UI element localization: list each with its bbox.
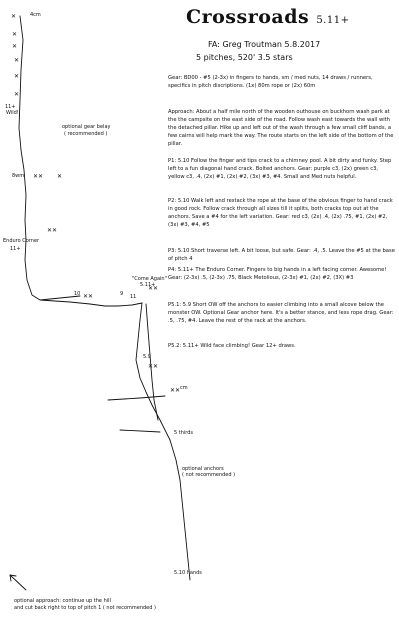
bolt-marker: ✕✕	[148, 285, 158, 292]
bolt-marker: ✕✕	[47, 227, 57, 234]
ledge-line-3	[119, 429, 161, 433]
bolt-marker: ✕	[11, 13, 16, 20]
topo-label-eleven: 11	[130, 294, 137, 300]
bolt-marker: ✕	[14, 57, 19, 64]
topo-label-nine: 9	[120, 291, 124, 297]
topo-label-top: 4cm	[30, 12, 41, 18]
topo-label-come-again-grade: 5.11+	[140, 282, 156, 288]
crack-line-upper	[18, 15, 27, 241]
pitch-3-paragraph: P3: 5.10 Short traverse left. A bit loos…	[168, 248, 395, 262]
bolt-marker: ✕	[12, 31, 17, 38]
pitch-1-paragraph: P1: 5.10 Follow the finger and tips crac…	[168, 158, 392, 180]
ledge-line	[39, 295, 81, 301]
first-ascent: FA: Greg Troutman 5.8.2017	[208, 40, 321, 49]
route-title: Crossroads 5.11+	[186, 6, 349, 28]
approach-arrow-line	[9, 574, 27, 591]
crack-line-bottom	[169, 439, 191, 581]
bolt-marker: ✕✕	[83, 293, 93, 300]
topo-label-gear-belay: optional gear belay	[62, 124, 111, 130]
topo-label-five-nine: 5.9	[143, 354, 151, 360]
route-grade: 5.11+	[316, 15, 350, 26]
bolt-marker: ✕	[14, 73, 19, 80]
crack-line-traverse	[104, 302, 143, 307]
topo-label-ten: 10	[74, 291, 81, 297]
approach-paragraph: Approach: About a half mile north of the…	[168, 109, 394, 147]
topo-label-optional-anchors: optional anchors	[182, 466, 224, 472]
route-name: Crossroads	[186, 6, 310, 28]
approach-arrow-head	[9, 574, 17, 582]
pitch-summary: 5 pitches, 520' 3.5 stars	[196, 53, 293, 62]
topo-label-come-again: "Come Again"	[132, 276, 167, 282]
bolt-marker: ✕✕	[33, 173, 43, 180]
approach-note-line-2: and cut back right to top of pitch 1 ( n…	[14, 605, 156, 611]
bolt-marker: ✕	[14, 91, 19, 98]
pillar-outline	[145, 303, 159, 421]
bolt-marker: ✕✕	[148, 363, 158, 370]
topo-label-grade: 11+	[5, 104, 16, 110]
topo-label-hands: 5.10 hands	[174, 570, 202, 576]
bolt-marker: ✕	[12, 43, 17, 50]
bolt-marker: ✕	[57, 173, 62, 180]
crack-line-lower	[135, 302, 171, 441]
topo-label-enduro-grade: 11+	[10, 246, 21, 252]
pitch-5-2-paragraph: P5.2: 5.11+ Wild face climbing! Gear 12+…	[168, 343, 296, 349]
gear-paragraph: Gear: BD00 - #5 (2-3x) in fingers to han…	[168, 75, 373, 89]
topo-label-enduro: Enduro Corner	[3, 238, 40, 244]
approach-note-line-1: optional approach: continue up the hill	[14, 598, 111, 604]
pitch-2-paragraph: P2: 5.10 Walk left and restack the rope …	[168, 198, 393, 228]
ledge-line-2	[107, 395, 166, 401]
topo-label-cm: cm	[180, 385, 188, 391]
topo-label-five-thirds: 5 thirds	[174, 430, 194, 436]
topo-label-bolt: 8wm	[12, 173, 25, 179]
topo-label-recommended: ( recommended )	[64, 131, 108, 137]
pitch-5-1-paragraph: P5.1: 5.9 Short OW off the anchors to ea…	[168, 302, 394, 324]
topo-label-not-recommended: ( not recommended )	[182, 472, 236, 478]
pitch-4-paragraph: P4: 5.11+ The Enduro Corner. Fingers to …	[168, 267, 387, 281]
crack-line-enduro	[24, 239, 106, 307]
bolt-marker: ✕✕	[170, 387, 180, 394]
topo-label-wild: Wild!!	[6, 110, 21, 116]
